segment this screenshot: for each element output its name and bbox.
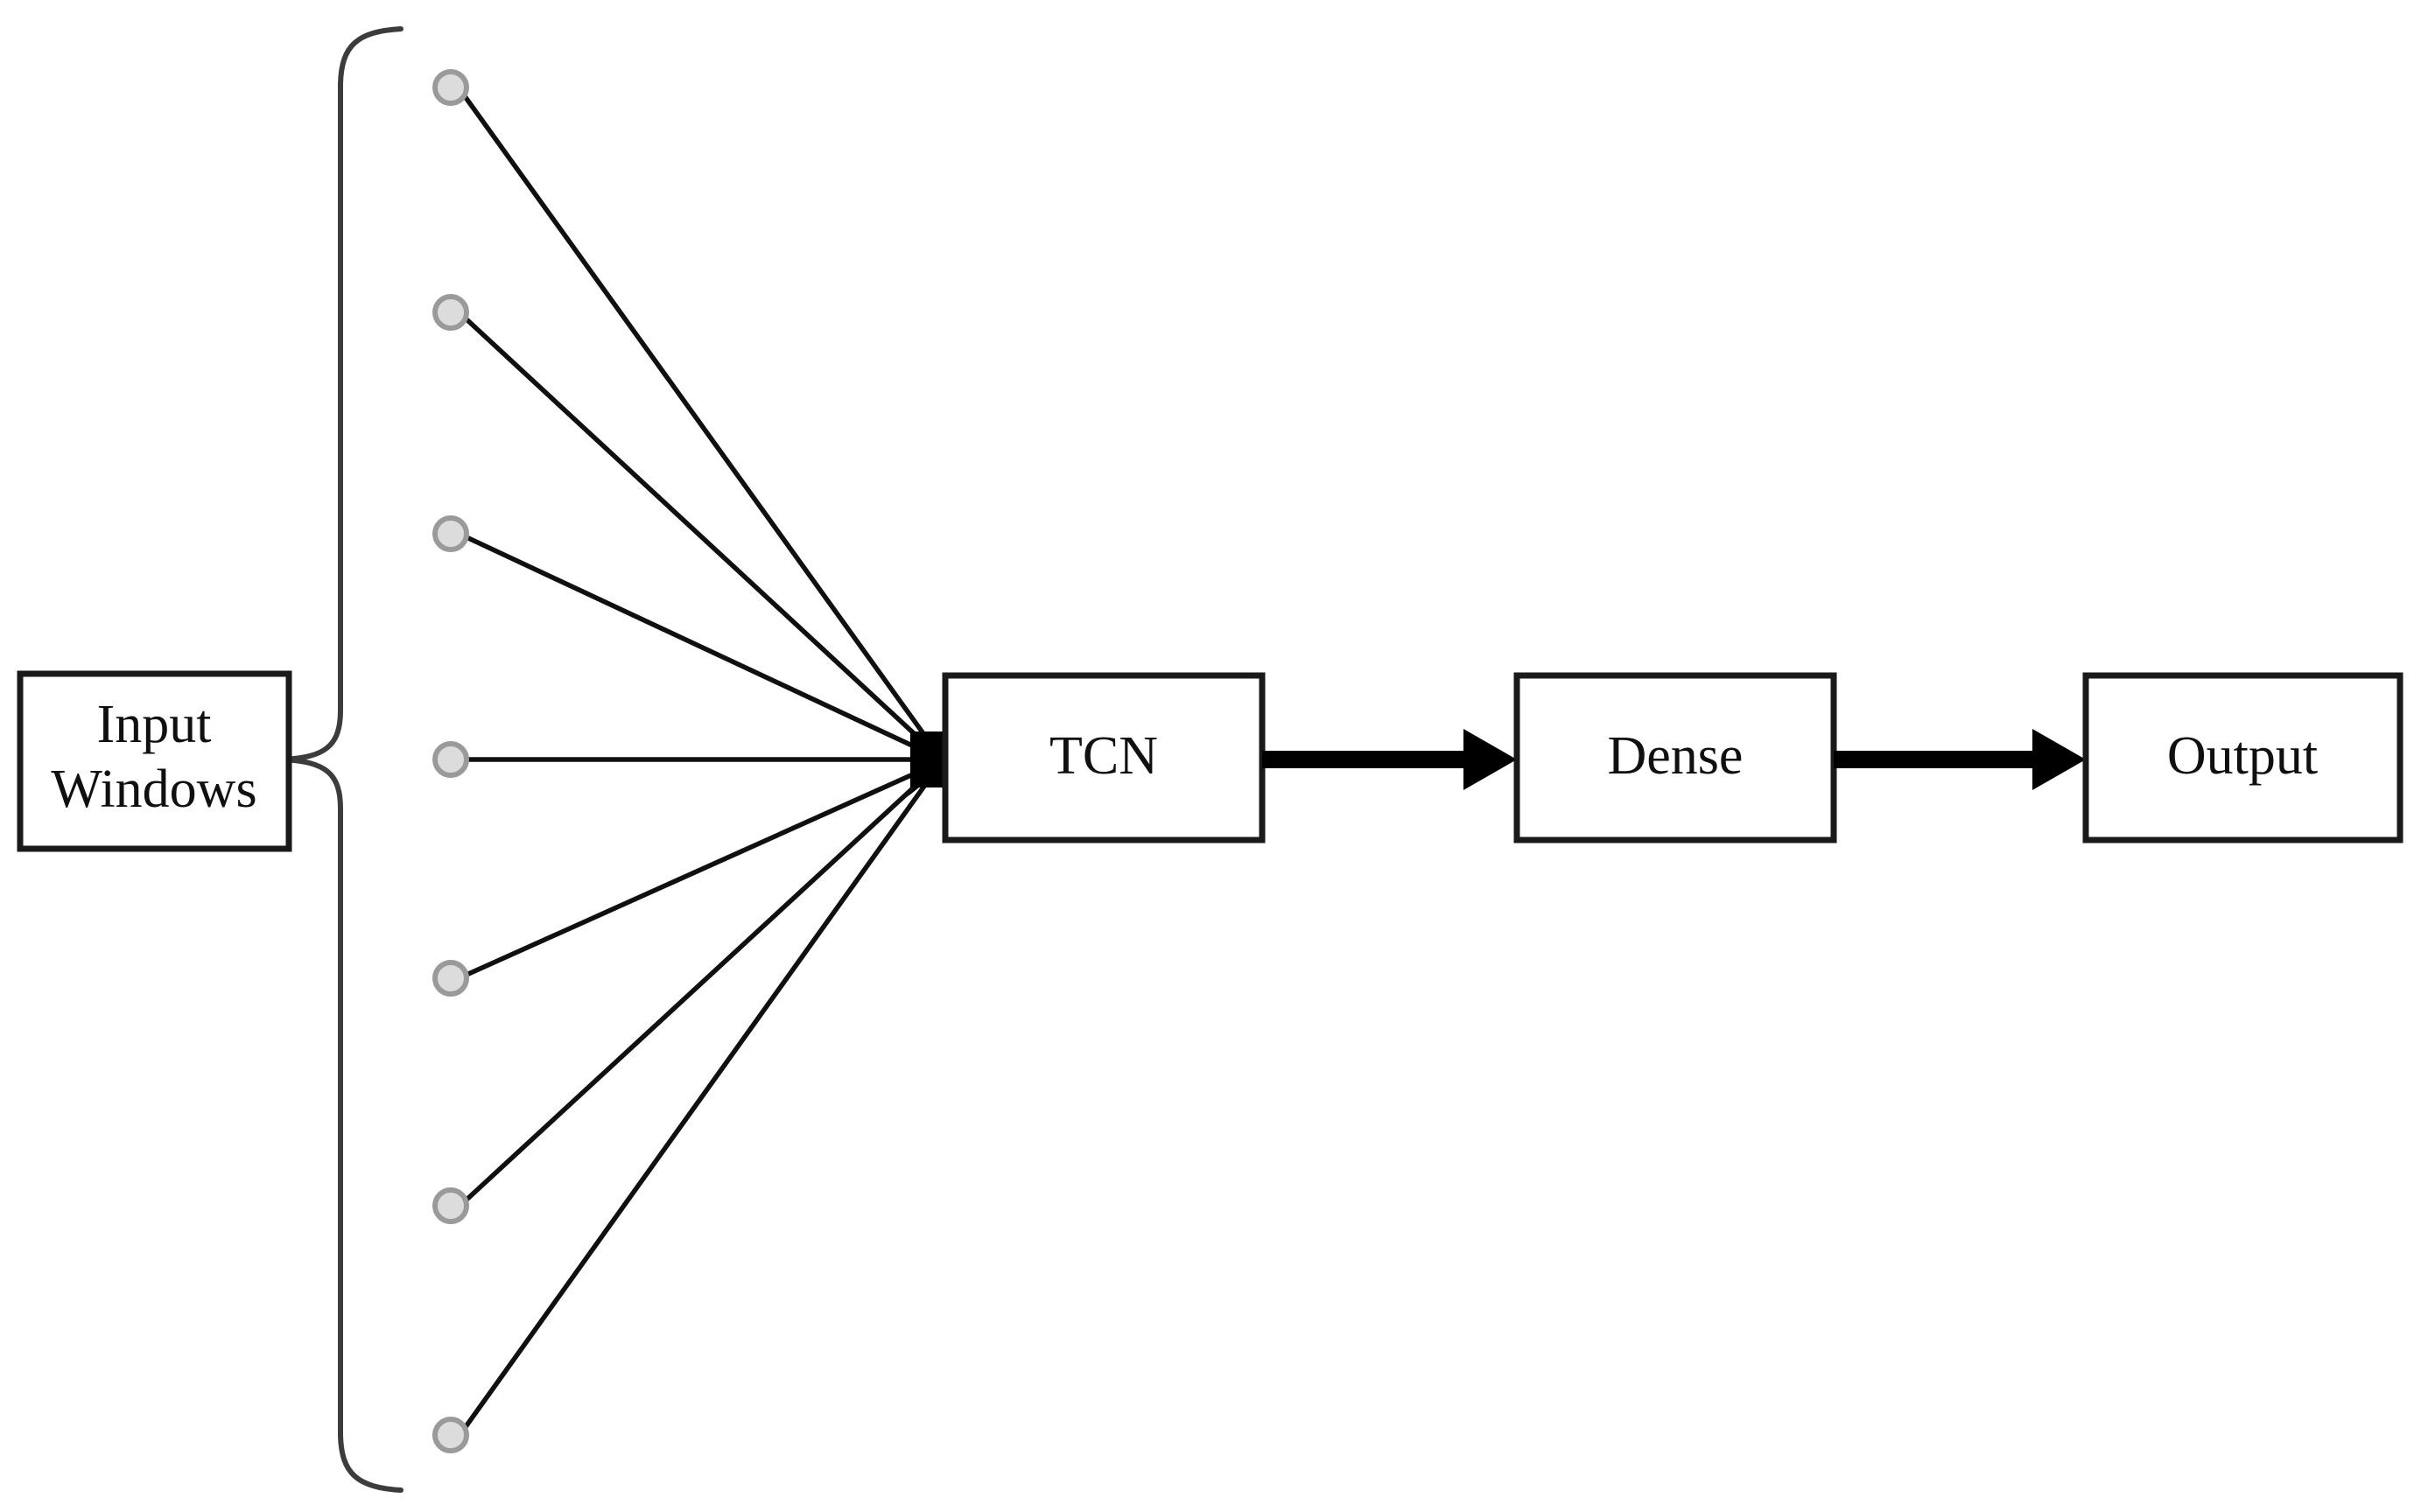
input-node-circle[interactable] [432, 1187, 469, 1224]
input-windows-label-line2: Windows [51, 760, 256, 819]
input-windows-brace [279, 26, 404, 1493]
fan-line-6 [463, 762, 941, 1203]
fan-convergence-core [910, 732, 947, 788]
dense-box[interactable]: Dense [1513, 672, 1837, 844]
input-windows-box-rect[interactable] [17, 670, 292, 852]
fan-line-3 [464, 535, 941, 760]
input-node-circle[interactable] [432, 960, 469, 997]
input-windows-box[interactable]: Input Windows [17, 670, 292, 852]
arrow-dense-to-output [1834, 729, 2086, 790]
fan-line-2 [463, 316, 941, 759]
output-box-rect[interactable] [2082, 672, 2403, 844]
input-node-circle[interactable] [432, 741, 469, 778]
input-node-circle[interactable] [432, 294, 469, 331]
input-node-circle[interactable] [432, 69, 469, 106]
input-windows-label-line1: Input [97, 695, 212, 754]
output-box[interactable]: Output [2082, 672, 2403, 844]
arrow-dense-to-output-head [2032, 729, 2086, 790]
dense-box-rect[interactable] [1513, 672, 1837, 844]
input-node-group [432, 69, 469, 1453]
tcn-box[interactable]: TCN [942, 672, 1266, 844]
fan-line-1 [462, 94, 941, 757]
input-node-circle[interactable] [432, 1417, 469, 1453]
fan-line-5 [464, 760, 941, 977]
tcn-label: TCN [1049, 726, 1158, 786]
arrow-tcn-to-dense [1262, 729, 1517, 790]
brace-path [279, 26, 404, 1493]
fan-in-connections [462, 94, 947, 1431]
output-label: Output [2167, 726, 2318, 786]
dense-label: Dense [1608, 726, 1744, 786]
input-node-circle[interactable] [432, 515, 469, 552]
fan-line-7 [462, 764, 941, 1431]
arrow-tcn-to-dense-head [1463, 729, 1517, 790]
